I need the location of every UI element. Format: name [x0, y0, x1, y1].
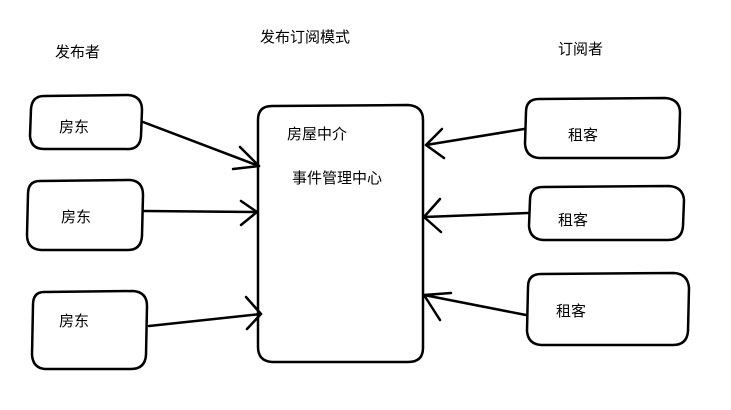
- subscriber-box-2: [527, 184, 686, 242]
- arrow-subscriber-3: [422, 291, 528, 322]
- center-subtitle: 事件管理中心: [292, 169, 383, 187]
- subscriber-label-2: 租客: [558, 211, 589, 229]
- arrow-publisher-1: [141, 120, 261, 171]
- arrow-subscriber-1: [424, 127, 526, 160]
- publisher-box-3: [30, 289, 149, 371]
- center-box: [256, 103, 425, 364]
- publisher-label-1: 房东: [59, 118, 90, 136]
- publisher-label-2: 房东: [61, 208, 92, 226]
- publisher-heading: 发布者: [55, 43, 101, 61]
- subscriber-label-3: 租客: [556, 302, 587, 320]
- arrow-publisher-3: [147, 295, 263, 331]
- subscriber-label-1: 租客: [568, 126, 599, 144]
- publisher-box-2: [25, 178, 145, 252]
- subscriber-box-1: [523, 96, 682, 160]
- arrow-publisher-2: [142, 199, 259, 227]
- center-title: 房屋中介: [287, 125, 348, 143]
- subscriber-heading: 订阅者: [558, 40, 604, 58]
- publisher-box-1: [28, 93, 144, 151]
- diagram-title: 发布订阅模式: [260, 28, 351, 46]
- publisher-label-3: 房东: [59, 312, 90, 330]
- subscriber-box-3: [525, 271, 691, 347]
- arrow-subscriber-2: [422, 197, 530, 234]
